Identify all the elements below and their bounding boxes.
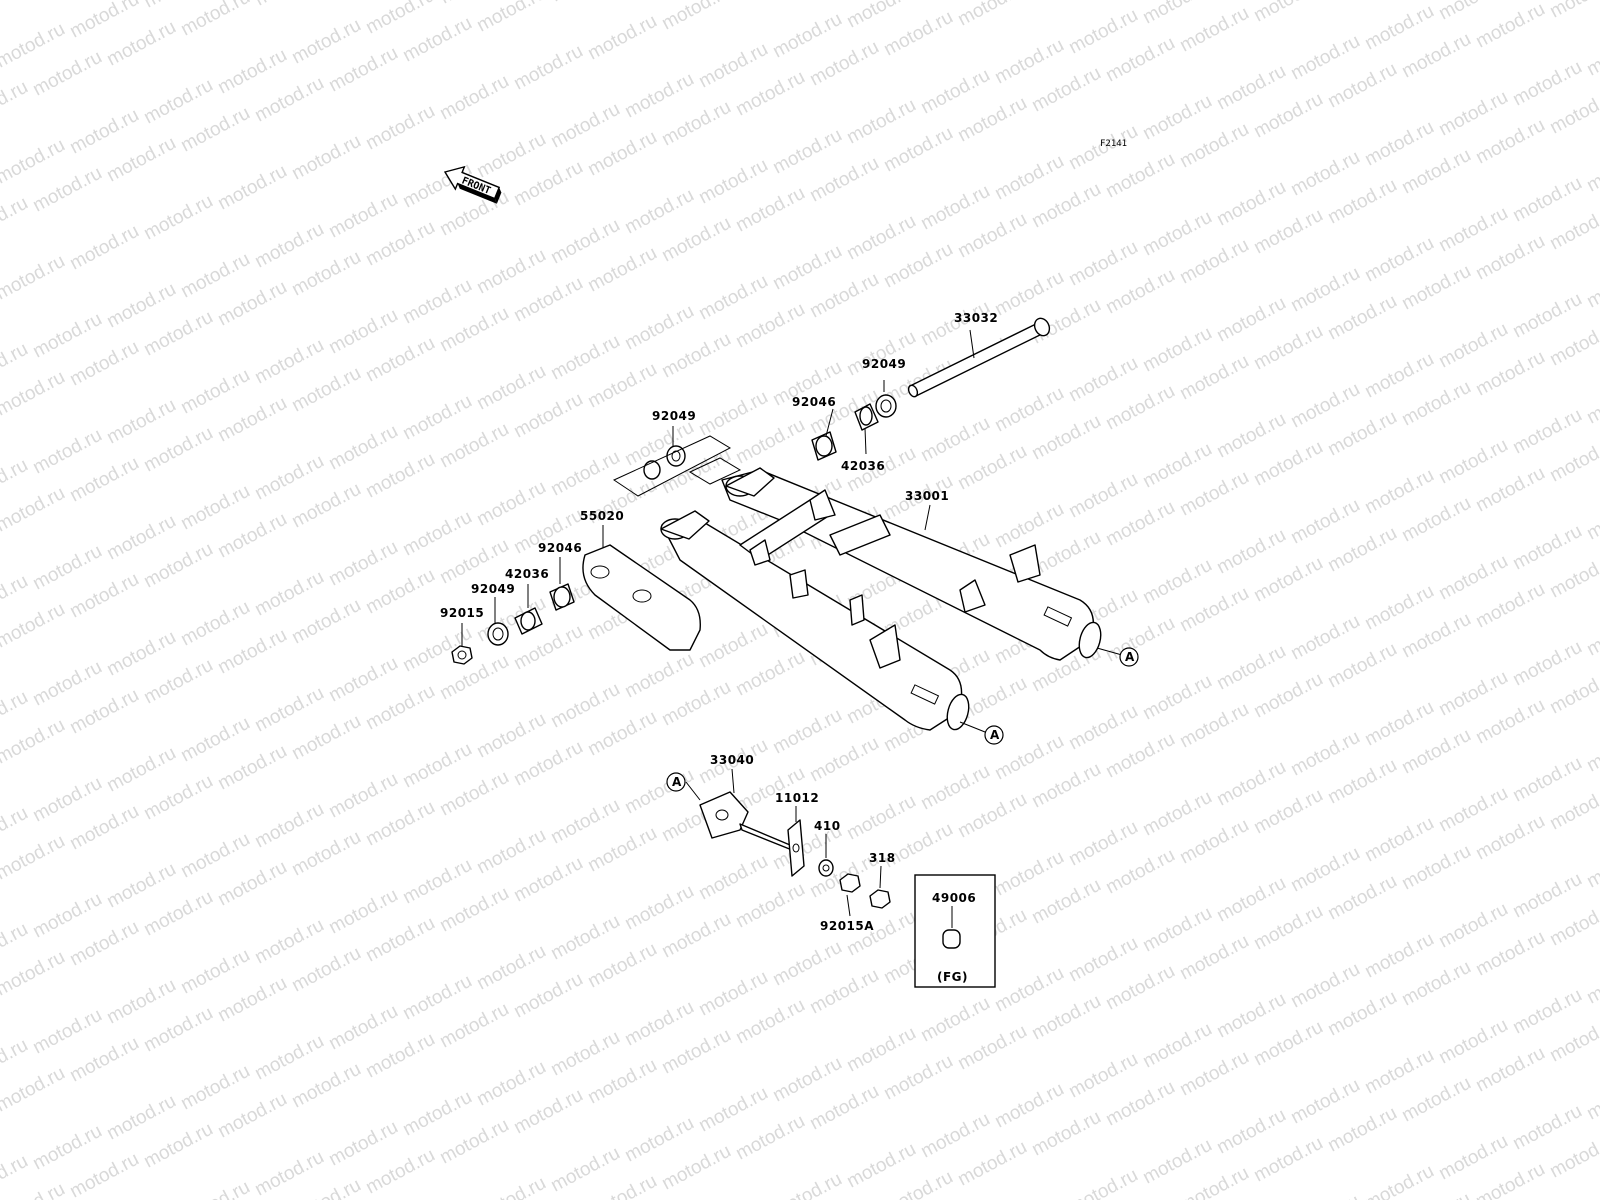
label-92049-low: 92049	[471, 582, 515, 596]
label-92046-left: 92046	[538, 541, 582, 555]
label-92046-top: 92046	[792, 395, 836, 409]
label-42036-top: 42036	[841, 459, 885, 473]
label-92049-top: 92049	[862, 357, 906, 371]
ref-mark-a-right: A	[1119, 647, 1139, 667]
seal-92049-top	[875, 394, 897, 418]
nut-92015A	[839, 873, 861, 893]
collar-42036-top	[854, 403, 879, 431]
label-33032: 33032	[954, 311, 998, 325]
bearing-92046-top	[811, 431, 837, 461]
svg-text:A: A	[672, 775, 682, 789]
inset-box-49006	[914, 874, 996, 988]
swingarm-33001	[660, 467, 1102, 731]
label-318: 318	[869, 851, 896, 865]
label-92015A: 92015A	[820, 919, 874, 933]
label-49006: 49006	[932, 891, 976, 905]
inset-note: (FG)	[937, 970, 968, 984]
plate-11012	[787, 819, 805, 877]
collar-42036-left	[514, 607, 543, 635]
pivot-shaft-33032	[907, 317, 1051, 398]
ref-mark-a-adjuster: A	[666, 772, 686, 792]
bearing-92046-left	[549, 583, 575, 611]
label-92015: 92015	[440, 606, 484, 620]
washer-410	[818, 859, 834, 877]
label-55020: 55020	[580, 509, 624, 523]
label-11012: 11012	[775, 791, 819, 805]
nut-318	[869, 889, 891, 909]
diagram-code: F2141	[1100, 139, 1127, 149]
label-410: 410	[814, 819, 841, 833]
label-33001: 33001	[905, 489, 949, 503]
svg-text:A: A	[1125, 650, 1135, 664]
nut-92015	[451, 645, 473, 665]
adjuster-33040	[699, 791, 793, 851]
seal-92049-left	[643, 445, 686, 480]
front-arrow-icon: FRONT	[443, 165, 502, 204]
label-92049-left: 92049	[652, 409, 696, 423]
ref-mark-a-lower: A	[984, 725, 1004, 745]
label-42036-left: 42036	[505, 567, 549, 581]
seal-92049-low	[487, 622, 509, 646]
chain-guard-55020	[582, 544, 701, 651]
leader-lines	[461, 329, 1123, 928]
svg-text:A: A	[990, 728, 1000, 742]
label-33040: 33040	[710, 753, 754, 767]
